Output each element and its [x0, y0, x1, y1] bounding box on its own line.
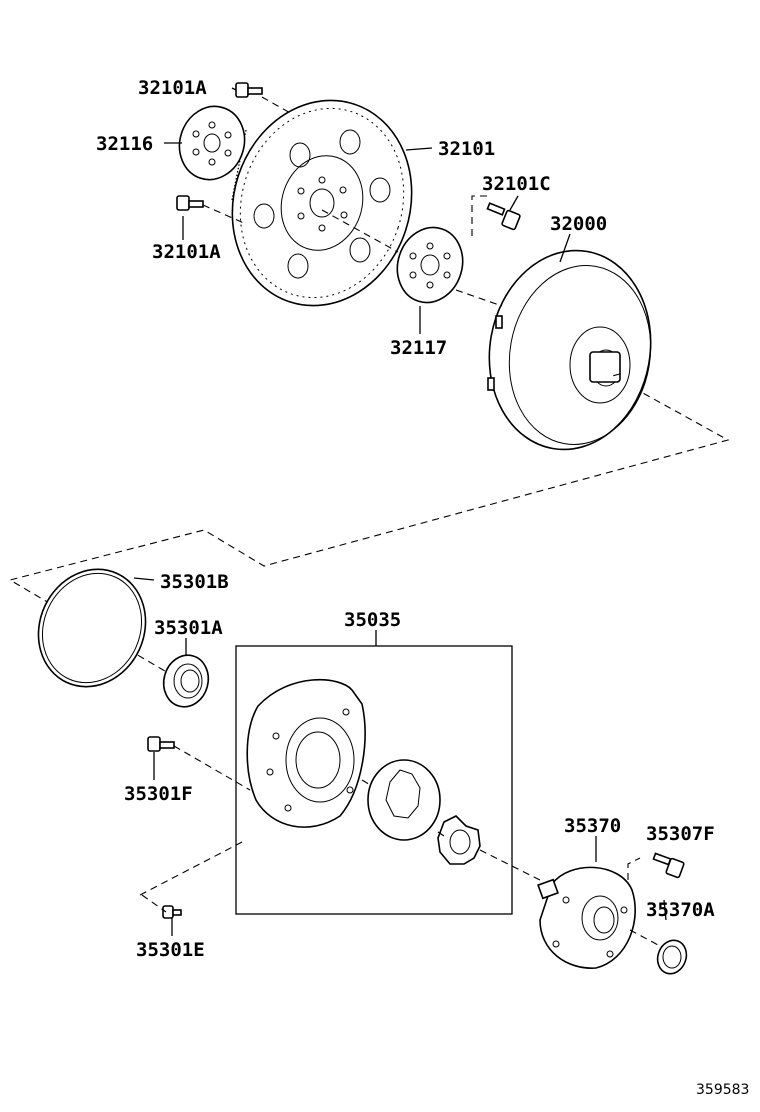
bolt-32101A-top: [235, 82, 263, 98]
assembly-dashed-line: [8, 375, 730, 675]
label-35035: 35035: [344, 609, 401, 631]
bolt-35307F: [652, 852, 685, 879]
o-ring-35301B: [37, 568, 147, 688]
label-35307F: 35307F: [646, 823, 715, 845]
label-35301A: 35301A: [154, 617, 223, 639]
drive-plate-32101: [231, 99, 413, 307]
label-32101: 32101: [438, 138, 495, 160]
torque-converter-32000: [487, 249, 652, 451]
bolt-32101C: [486, 202, 521, 231]
outer-gear: [367, 759, 441, 841]
label-32101A-bottom: 32101A: [152, 241, 221, 263]
label-35301B: 35301B: [160, 571, 229, 593]
label-35301E: 35301E: [136, 939, 205, 961]
diagram-reference-number: 359583: [696, 1082, 749, 1098]
label-32116: 32116: [96, 133, 153, 155]
label-32000: 32000: [550, 213, 607, 235]
label-32101C: 32101C: [482, 173, 551, 195]
label-32101A-top: 32101A: [138, 77, 207, 99]
label-32117: 32117: [390, 337, 447, 359]
label-35370A: 35370A: [646, 899, 715, 921]
oil-pump-assembly-box: [235, 645, 513, 915]
spacer-plate-32117: [396, 226, 464, 304]
bolt-32101A-bottom: [176, 195, 204, 211]
bolt-35301E: [162, 905, 182, 919]
pump-body: [246, 678, 366, 828]
spacer-plate-32116: [178, 105, 246, 181]
ring-35370A: [656, 939, 688, 975]
bolt-35301F: [147, 736, 175, 752]
stator-shaft-35370: [537, 866, 636, 969]
label-35301F: 35301F: [124, 783, 193, 805]
inner-gear: [437, 815, 481, 865]
oil-seal-35301A: [162, 654, 210, 708]
label-35370: 35370: [564, 815, 621, 837]
